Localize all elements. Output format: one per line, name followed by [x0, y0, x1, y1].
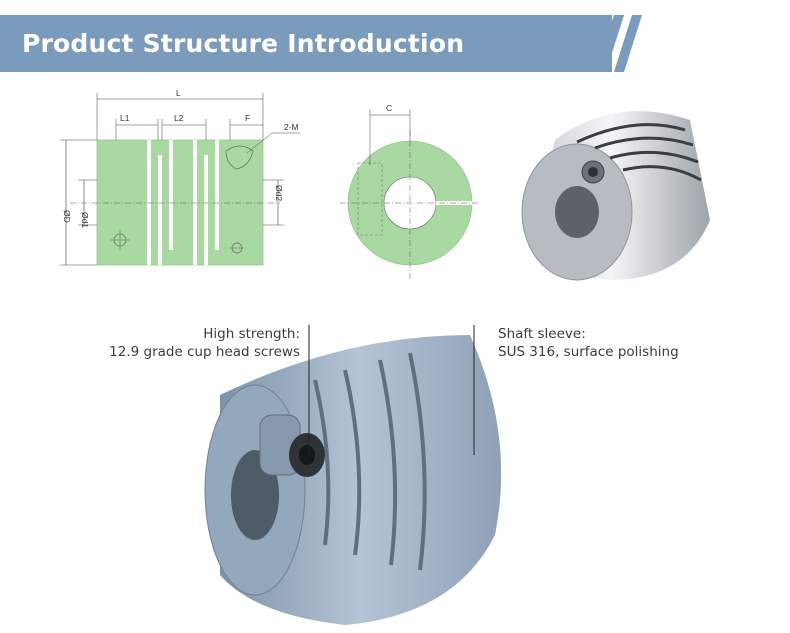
sleeve-callout-detail: SUS 316, surface polishing [498, 344, 679, 360]
dim-label-d1: Ød1 [80, 212, 90, 228]
header-stripes-decoration [596, 15, 642, 72]
sleeve-callout: Shaft sleeve: SUS 316, surface polishing [498, 325, 679, 361]
dim-label-d2: Ød2 [274, 185, 284, 201]
technical-drawing: L L1 L2 F 2-M ØD Ød1 Ød2 C [60, 88, 480, 280]
coupling-rendering [204, 325, 502, 625]
screw-callout-detail: 12.9 grade cup head screws [109, 344, 300, 360]
dim-label-2M: 2-M [284, 122, 299, 132]
dim-label-L: L [176, 88, 181, 98]
dim-label-C: C [386, 103, 392, 113]
screw-callout: High strength: 12.9 grade cup head screw… [90, 325, 300, 361]
screw-callout-title: High strength: [203, 326, 300, 342]
section-header: Product Structure Introduction [0, 15, 612, 72]
section-title: Product Structure Introduction [22, 29, 465, 58]
dim-label-F: F [245, 113, 250, 123]
dim-label-D: ØD [62, 210, 72, 223]
dim-label-L2: L2 [174, 113, 184, 123]
coupling-photo [521, 111, 710, 281]
dim-label-L1: L1 [120, 113, 130, 123]
end-view: C [340, 103, 480, 280]
side-view: L L1 L2 F 2-M ØD Ød1 Ød2 [60, 88, 300, 266]
sleeve-callout-title: Shaft sleeve: [498, 326, 586, 342]
